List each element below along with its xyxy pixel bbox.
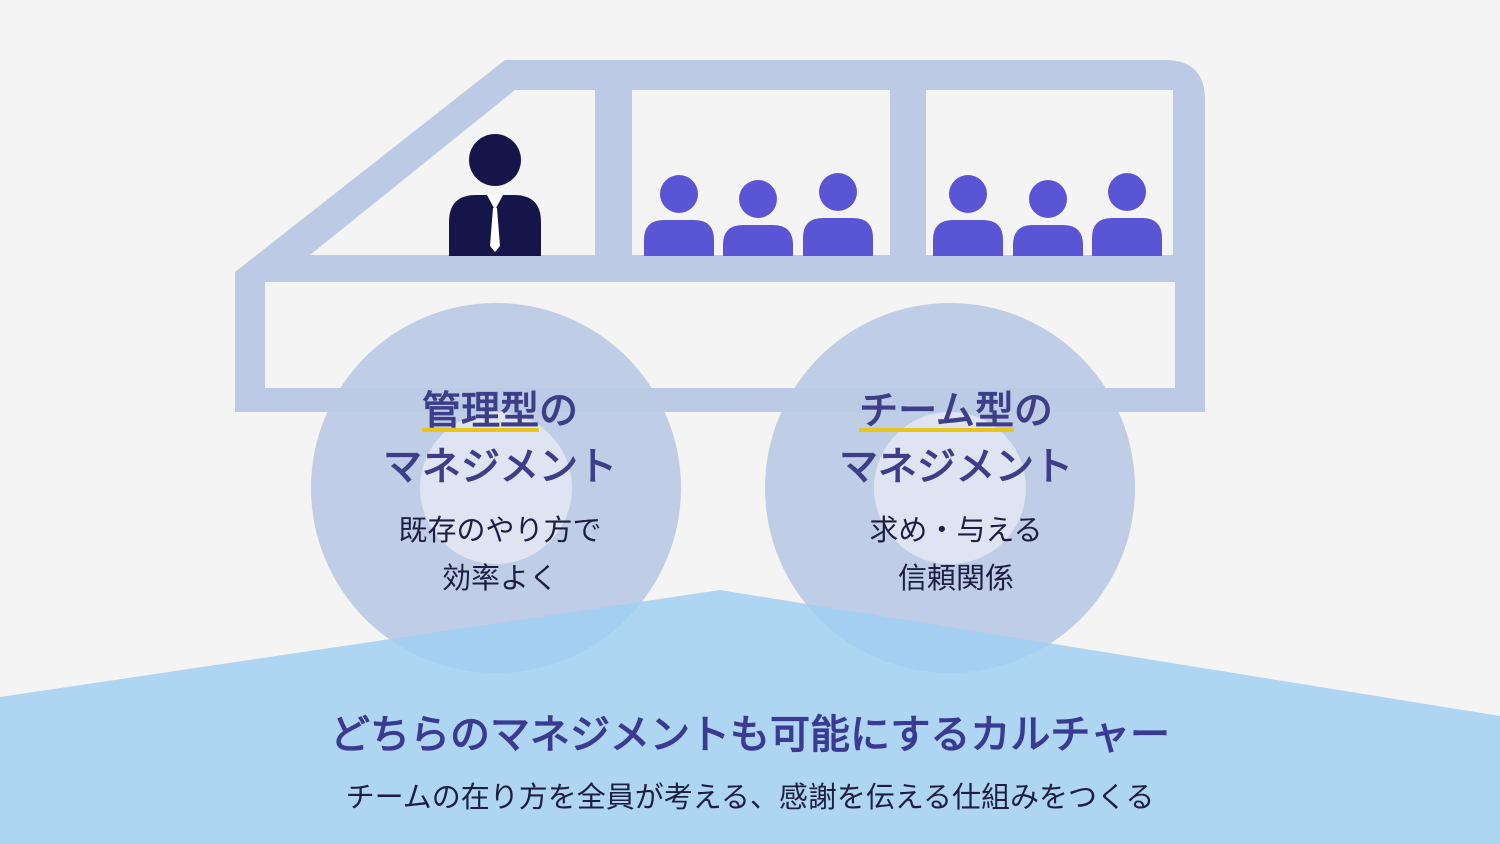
right-wheel-desc-line2: 信頼関係 [897, 561, 1014, 595]
team-member-person-icon [644, 175, 714, 256]
team-member-person-icon [1013, 180, 1083, 256]
team-member-person-icon [1092, 173, 1162, 256]
right-wheel [765, 303, 1135, 673]
right-wheel-description: 求め・与える 信頼関係 [776, 506, 1136, 602]
culture-subtitle: チームの在り方を全員が考える、感謝を伝える仕組みをつくる [345, 780, 1155, 814]
left-wheel-desc-line1: 既存のやり方で [398, 513, 602, 547]
right-wheel-title-highlight: チーム型 [859, 389, 1014, 434]
left-wheel-title: 管理型の [320, 384, 680, 440]
left-wheel-title-highlight: 管理型 [421, 389, 539, 434]
culture-ground [0, 590, 1500, 844]
culture-title: どちらのマネジメントも可能にするカルチャー [330, 712, 1170, 758]
left-wheel-title-line2: マネジメント [382, 445, 617, 490]
team-member-person-icon [723, 180, 793, 256]
team-member-person-icon [803, 173, 873, 256]
left-wheel-description: 既存のやり方で 効率よく [320, 506, 680, 602]
right-wheel-title: チーム型の [776, 384, 1136, 440]
right-wheel-title-suffix: の [1013, 389, 1053, 434]
right-wheel-label: チーム型の マネジメント 求め・与える 信頼関係 [776, 384, 1136, 602]
team-member-person-icon [933, 175, 1003, 256]
right-wheel-desc-line1: 求め・与える [869, 513, 1043, 547]
left-wheel [311, 303, 681, 673]
manager-person-icon [449, 134, 541, 256]
right-wheel-title-line2: マネジメント [838, 445, 1073, 490]
left-wheel-title-suffix: の [539, 389, 579, 434]
left-wheel-label: 管理型の マネジメント 既存のやり方で 効率よく [320, 384, 680, 602]
left-wheel-desc-line2: 効率よく [441, 561, 558, 595]
